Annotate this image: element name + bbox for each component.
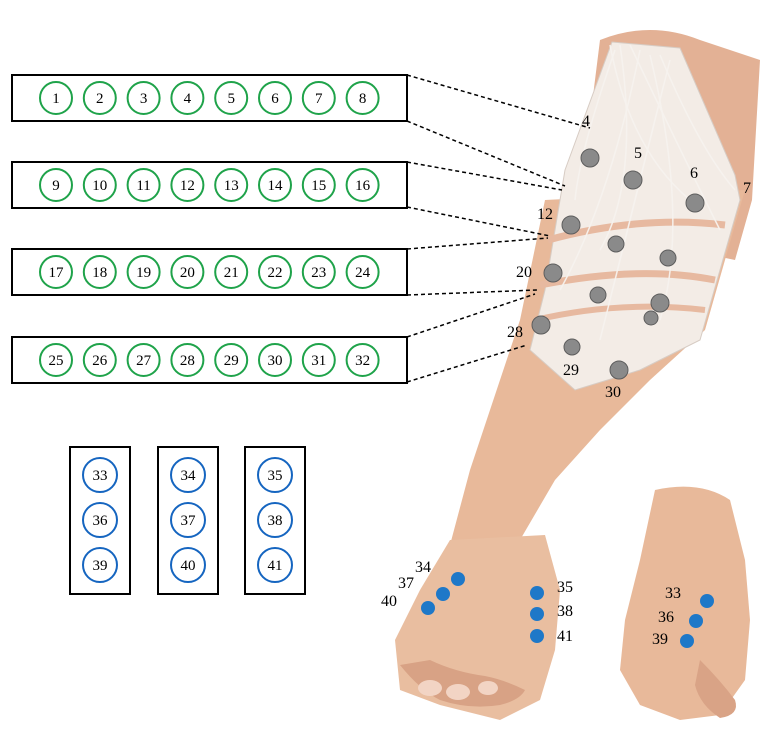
electrode-number: 33 <box>93 468 108 484</box>
electrode-number: 18 <box>92 265 107 281</box>
electrode-number: 29 <box>224 353 239 369</box>
electrode-number: 31 <box>311 353 326 369</box>
electrode-number: 39 <box>93 558 108 574</box>
electrode-number: 37 <box>181 513 197 529</box>
electrode-number: 28 <box>180 353 195 369</box>
hand-electrode-label-36: 36 <box>658 609 674 626</box>
hand-electrode-label-33: 33 <box>665 585 681 602</box>
arm-electrode-label-20: 20 <box>516 264 532 281</box>
electrode-number: 16 <box>355 178 371 194</box>
hand-electrode-label-39: 39 <box>652 631 668 648</box>
electrode-number: 3 <box>140 91 148 107</box>
wrist-electrode-label-35: 35 <box>557 579 573 596</box>
electrode-number: 24 <box>355 265 371 281</box>
electrode-number: 25 <box>49 353 64 369</box>
electrode-strip-2: 9 10 11 12 13 14 15 16 <box>12 162 407 208</box>
arm-electrode-label-7: 7 <box>743 180 751 197</box>
electrode-number: 36 <box>93 513 109 529</box>
wrist-electrode-label-37: 37 <box>398 575 414 592</box>
electrode-number: 12 <box>180 178 195 194</box>
electrode-number: 30 <box>268 353 283 369</box>
arm-electrode-label-4: 4 <box>582 113 590 130</box>
wrist-electrode-dot-37 <box>436 587 450 601</box>
wrist-electrode-label-38: 38 <box>557 603 573 620</box>
electrode-number: 5 <box>227 91 235 107</box>
arm-electrode-label-5: 5 <box>634 145 642 162</box>
electrode-number: 14 <box>268 178 284 194</box>
hand-electrode-dot-36 <box>689 614 703 628</box>
electrode-number: 38 <box>268 513 283 529</box>
electrode-strip-4: 25 26 27 28 29 30 31 32 <box>12 337 407 383</box>
arm-electrode-label-29: 29 <box>563 362 579 379</box>
wrist-electrode-label-34: 34 <box>415 559 431 576</box>
wrist-electrode-dot-35 <box>530 586 544 600</box>
wrist-electrode-label-41: 41 <box>557 628 573 645</box>
electrode-number: 41 <box>268 558 283 574</box>
wrist-electrode-label-40: 40 <box>381 593 397 610</box>
electrode-number: 23 <box>311 265 326 281</box>
electrode-number: 9 <box>52 178 60 194</box>
electrode-number: 7 <box>315 91 323 107</box>
wrist-electrode-dot-34 <box>451 572 465 586</box>
electrode-number: 4 <box>184 91 192 107</box>
electrode-number: 21 <box>224 265 239 281</box>
electrode-number: 22 <box>268 265 283 281</box>
arm-electrode-label-30: 30 <box>605 384 621 401</box>
electrode-number: 2 <box>96 91 104 107</box>
electrode-number: 20 <box>180 265 195 281</box>
hand-back-photo <box>620 487 750 720</box>
electrode-number: 26 <box>92 353 108 369</box>
arm-electrode-label-6: 6 <box>690 165 698 182</box>
electrode-number: 34 <box>181 468 197 484</box>
electrode-number: 27 <box>136 353 152 369</box>
electrode-number: 40 <box>181 558 196 574</box>
electrode-number: 8 <box>359 91 367 107</box>
hand-electrode-dot-33 <box>700 594 714 608</box>
electrode-number: 13 <box>224 178 239 194</box>
electrode-number: 6 <box>271 91 279 107</box>
hand-electrode-dot-39 <box>680 634 694 648</box>
electrode-column-3: 35 38 41 <box>245 447 305 594</box>
electrode-number: 1 <box>52 91 60 107</box>
electrode-number: 35 <box>268 468 283 484</box>
electrode-number: 32 <box>355 353 370 369</box>
wrist-electrode-dot-38 <box>530 607 544 621</box>
arm-electrode-label-12: 12 <box>537 206 553 223</box>
electrode-number: 19 <box>136 265 151 281</box>
arm-electrode-label-28: 28 <box>507 324 523 341</box>
electrode-number: 10 <box>92 178 107 194</box>
wrist-electrode-dot-41 <box>530 629 544 643</box>
electrode-strip-1: 1 2 3 4 5 6 7 8 <box>12 75 407 121</box>
electrode-number: 11 <box>136 178 150 194</box>
electrode-column-1: 33 36 39 <box>70 447 130 594</box>
electrode-strip-3: 17 18 19 20 21 22 23 24 <box>12 249 407 295</box>
wrist-electrode-dot-40 <box>421 601 435 615</box>
electrode-number: 17 <box>49 265 65 281</box>
electrode-number: 15 <box>311 178 326 194</box>
electrode-column-2: 34 37 40 <box>158 447 218 594</box>
